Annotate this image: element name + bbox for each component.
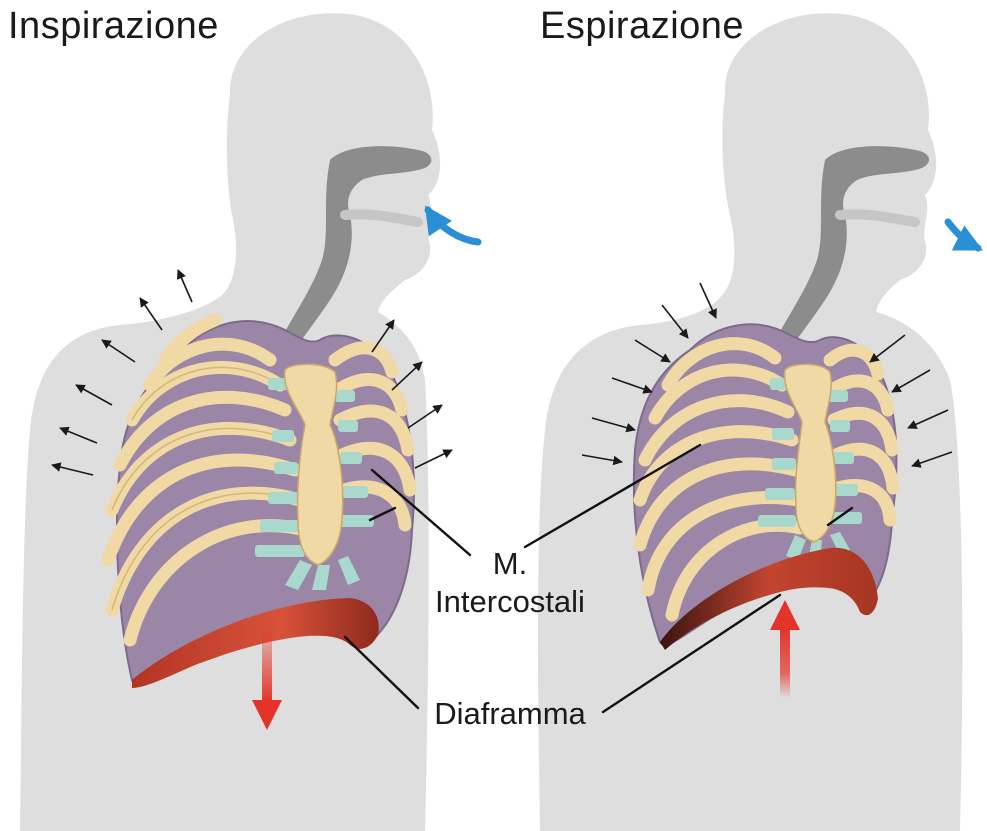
label-diaframma: Diaframma	[415, 696, 605, 732]
inspiration-panel	[20, 13, 478, 831]
air-inflow-arrow	[428, 210, 478, 242]
label-intercostali: Intercostali	[412, 584, 608, 620]
label-intercostali-m: M.	[480, 546, 540, 582]
title-espirazione: Espirazione	[540, 5, 744, 49]
air-outflow-arrow	[948, 222, 978, 248]
title-inspirazione: Inspirazione	[8, 5, 219, 49]
